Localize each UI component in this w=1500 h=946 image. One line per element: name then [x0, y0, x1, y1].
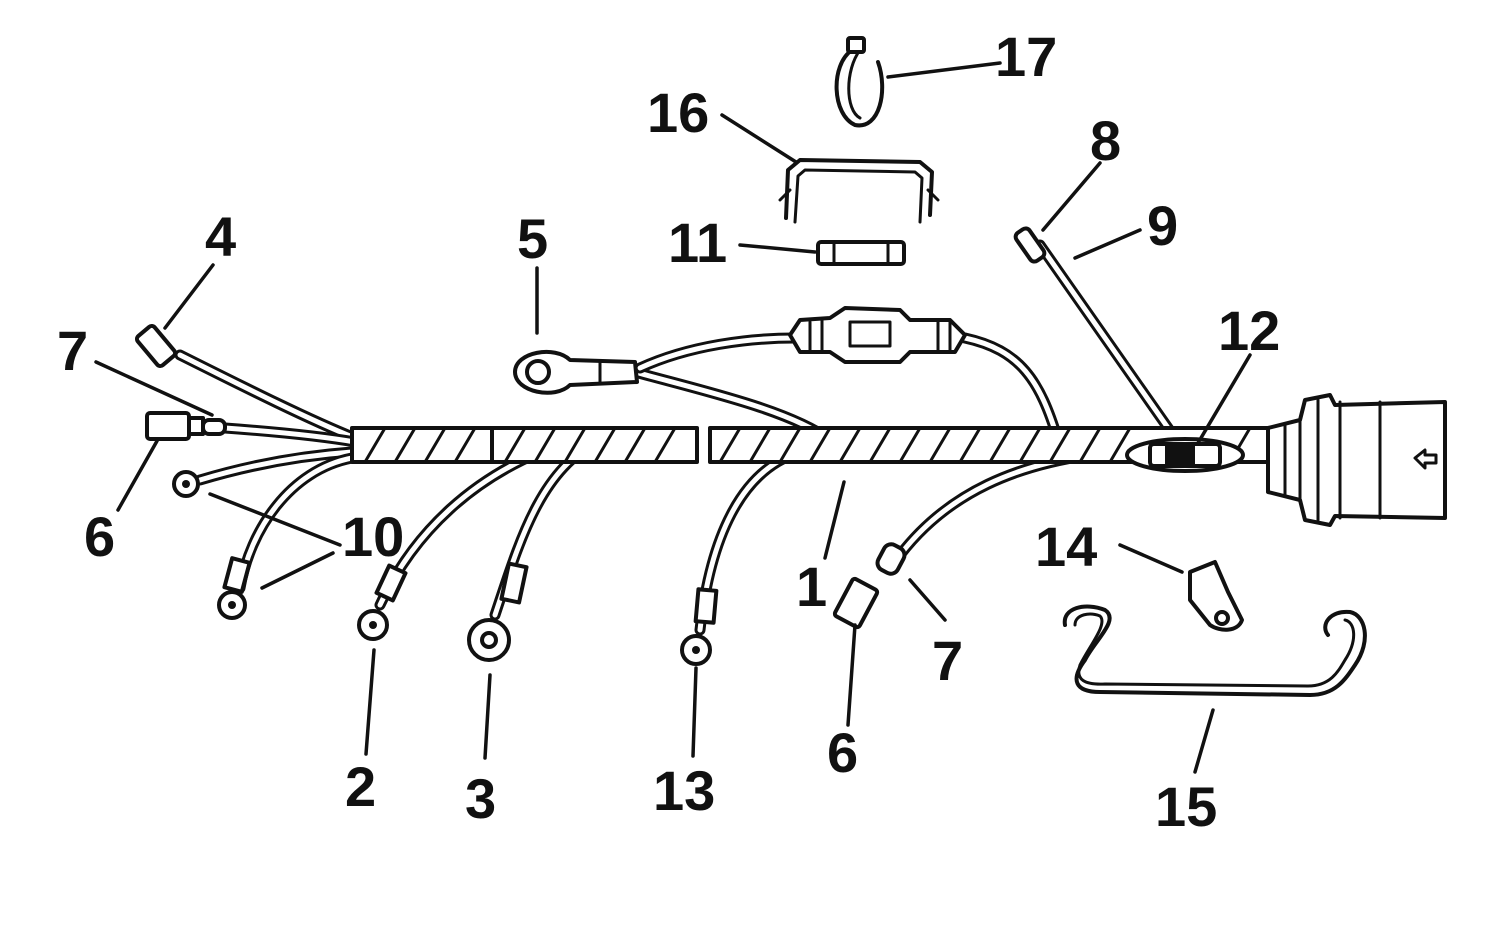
part-17-tie-strap — [834, 36, 885, 128]
callout-12: 12 — [1218, 299, 1280, 362]
part-14-bracket — [1188, 560, 1244, 632]
callout-17: 17 — [995, 25, 1057, 88]
part-11-fuse — [816, 240, 906, 266]
part-6-7-right-connector — [832, 542, 907, 630]
leader-lines — [94, 61, 1252, 774]
part-15-rod — [1062, 604, 1367, 697]
callout-3: 3 — [465, 767, 496, 830]
callout-5: 5 — [517, 207, 548, 270]
callout-14: 14 — [1035, 515, 1097, 578]
part-3-terminal — [467, 561, 529, 662]
callout-11: 11 — [668, 211, 727, 274]
part-12-grommet — [1125, 437, 1245, 473]
callout-labels: 17 16 8 9 11 5 4 12 7 10 6 14 1 7 6 2 3 … — [57, 25, 1280, 838]
callout-1: 1 — [796, 555, 827, 618]
part-2-terminal — [357, 563, 408, 641]
part-5-ring-terminal — [513, 349, 639, 395]
fuse-holder — [788, 306, 967, 364]
main-connector — [1266, 393, 1447, 527]
callout-15: 15 — [1155, 775, 1217, 838]
part-16-clip — [778, 158, 940, 224]
callout-16: 16 — [647, 81, 709, 144]
callout-10: 10 — [342, 505, 404, 568]
callout-6-left: 6 — [84, 505, 115, 568]
part-13-terminal — [680, 587, 719, 666]
part-6-7-left-connector — [145, 411, 227, 441]
callout-9: 9 — [1147, 194, 1178, 257]
callout-6-right: 6 — [827, 721, 858, 784]
callout-2: 2 — [345, 755, 376, 818]
callout-7-left: 7 — [57, 319, 88, 382]
callout-13: 13 — [653, 759, 715, 822]
callout-8: 8 — [1090, 109, 1121, 172]
part-8-9-lead — [1013, 226, 1047, 264]
part-4-terminal — [134, 324, 178, 368]
callout-7-right: 7 — [932, 629, 963, 692]
part-10-terminals — [172, 470, 252, 620]
callout-4: 4 — [205, 205, 236, 268]
